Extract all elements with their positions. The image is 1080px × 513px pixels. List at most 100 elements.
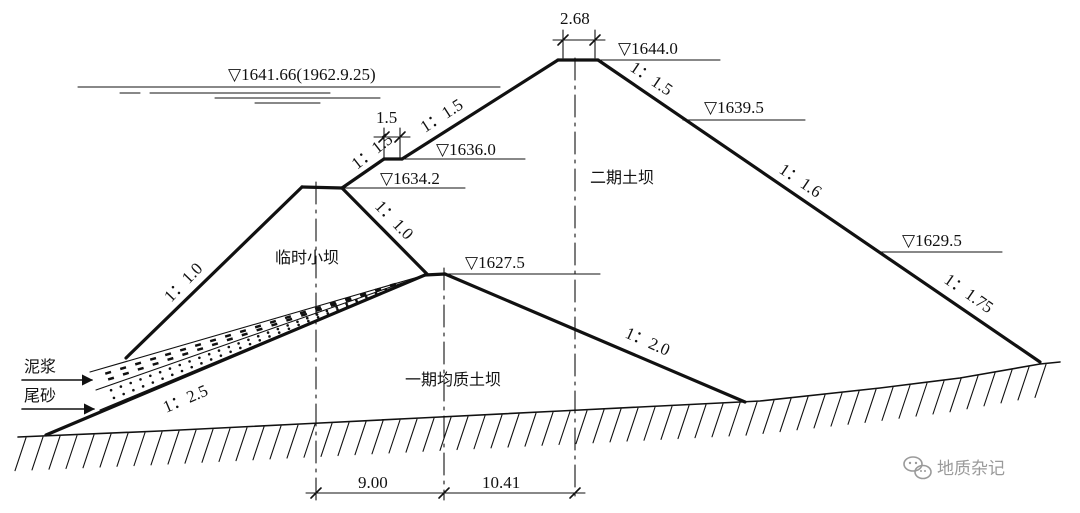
- deposit-texture: [256, 327, 263, 332]
- ground-hatch: [830, 392, 843, 427]
- ground-hatch: [473, 415, 486, 450]
- upstream-berm-elevation-label: ▽1636.0: [436, 140, 496, 159]
- ground-hatch: [1034, 363, 1047, 398]
- deposit-texture: [200, 362, 203, 365]
- deposit-texture: [149, 374, 152, 378]
- ground-hatch: [99, 433, 112, 468]
- ground-hatch: [864, 388, 877, 423]
- ground-hatch: [82, 434, 95, 469]
- slope-label-temp-dam-downstream: 1：1.0: [371, 197, 417, 244]
- mud-label: 泥浆: [24, 357, 56, 376]
- deposit-texture: [315, 307, 323, 312]
- tailings-label: 尾砂: [24, 386, 56, 405]
- downstream-lower-elevation-label: ▽1629.5: [902, 231, 962, 250]
- deposit-texture: [211, 342, 219, 347]
- ground-hatch: [626, 407, 639, 442]
- water-surface: [77, 86, 501, 104]
- ground-hatch: [252, 426, 265, 461]
- deposit-texture: [384, 289, 388, 292]
- deposit-texture: [122, 371, 130, 376]
- slope-label-downstream-mid: 1：1.6: [776, 160, 825, 202]
- bottom-width-right-label: 10.41: [482, 473, 520, 492]
- ground-hatch: [711, 403, 724, 438]
- deposit-texture: [345, 304, 349, 308]
- ground-hatch: [1017, 366, 1030, 401]
- ground-hatch: [677, 404, 690, 440]
- deposit-texture: [277, 331, 281, 334]
- ground-hatch: [371, 420, 384, 455]
- ground-hatch: [592, 409, 605, 444]
- ground-hatch: [235, 427, 248, 462]
- deposit-texture: [139, 378, 142, 381]
- ground-hatch: [915, 382, 928, 417]
- ground: [14, 361, 1061, 472]
- crest-elevation-label: ▽1644.0: [618, 39, 678, 58]
- deposit-texture: [190, 365, 194, 369]
- ground-hatch: [779, 398, 792, 433]
- ground-hatch: [218, 427, 231, 463]
- ground-hatch: [949, 378, 962, 413]
- deposit-texture: [360, 293, 367, 298]
- deposit-texture: [256, 334, 260, 338]
- ground-hatch: [65, 434, 78, 470]
- ground-hatch: [1000, 369, 1013, 404]
- deposit-texture: [112, 396, 116, 400]
- ground-hatch: [694, 404, 707, 439]
- deposit-texture: [355, 300, 359, 304]
- slope-label-upstream-upper: 1：1.5: [417, 95, 467, 136]
- deposit-texture: [219, 354, 223, 357]
- deposit-texture: [229, 350, 232, 354]
- center-lines: [315, 57, 576, 501]
- ground-hatch: [490, 414, 503, 449]
- deposit-texture: [141, 385, 145, 388]
- deposit-texture: [198, 356, 201, 360]
- deposit-texture: [168, 367, 172, 370]
- ground-hatch: [966, 375, 979, 410]
- deposit-texture: [307, 319, 310, 323]
- deposit-texture: [132, 388, 135, 392]
- deposit-texture: [129, 381, 132, 385]
- deposit-texture: [375, 292, 378, 296]
- ground-hatch: [847, 390, 860, 425]
- deposit-texture: [158, 370, 162, 374]
- deposit-texture: [209, 338, 217, 343]
- deposit-texture: [296, 320, 299, 324]
- ground-hatch: [881, 386, 894, 421]
- slope-label-downstream-lower: 1：1.75: [941, 270, 997, 317]
- deposit-texture: [170, 373, 174, 377]
- deposit-texture: [151, 381, 155, 384]
- ground-hatch: [422, 417, 435, 452]
- deposit-texture: [179, 347, 187, 352]
- deposit-texture: [287, 327, 291, 331]
- deposit-texture: [258, 338, 262, 342]
- slope-label-stage1-upstream: 1：2.5: [160, 381, 210, 417]
- ground-hatch: [184, 429, 197, 464]
- deposit-texture: [137, 366, 144, 371]
- deposit-texture: [345, 298, 352, 303]
- slope-label-temp-dam-upstream: 1：1.0: [160, 259, 206, 306]
- flood-level-label: ▽1641.66(1962.9.25): [228, 65, 376, 84]
- ground-hatch: [31, 436, 44, 471]
- deposit-texture: [336, 308, 339, 311]
- deposit-texture: [122, 392, 125, 396]
- deposit-texture: [299, 310, 307, 315]
- ground-hatch: [932, 380, 945, 415]
- deposit-texture: [196, 347, 204, 352]
- deposit-texture: [188, 360, 191, 363]
- deposit-texture: [241, 332, 248, 337]
- ground-hatch: [728, 402, 741, 437]
- temp-dam-zone-label: 临时小坝: [275, 248, 339, 267]
- deposit-texture: [227, 345, 231, 349]
- deposit-texture: [329, 301, 337, 306]
- deposit-texture: [266, 331, 270, 334]
- deposit-bands: [89, 274, 426, 411]
- deposit-texture: [286, 324, 289, 327]
- deposit-texture: [239, 346, 242, 350]
- ground-hatch: [813, 394, 826, 429]
- ground-hatch: [762, 399, 775, 435]
- deposit-texture: [389, 283, 397, 288]
- temp-dam-top-elevation-label: ▽1634.2: [380, 169, 440, 188]
- deposit-texture: [209, 358, 213, 361]
- slope-label-downstream-upper: 1：1.5: [627, 58, 676, 100]
